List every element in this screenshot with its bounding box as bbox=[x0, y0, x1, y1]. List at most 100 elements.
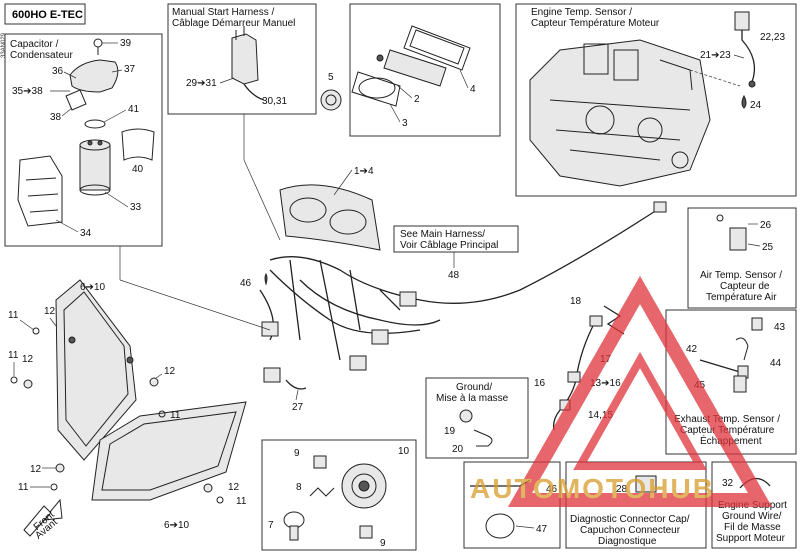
callout-26: 26 bbox=[760, 220, 772, 231]
nut-part bbox=[459, 409, 473, 423]
main-harness-title-2: Voir Câblage Principal bbox=[400, 240, 498, 251]
ground-box: Ground/ Mise à la masse 19 20 bbox=[425, 377, 529, 459]
engine-ground-title-3: Fil de Masse bbox=[724, 522, 781, 533]
grommet-part bbox=[203, 483, 213, 493]
callout-37: 37 bbox=[124, 64, 136, 75]
screw-part bbox=[158, 410, 166, 418]
callout-33: 33 bbox=[130, 202, 142, 213]
callout-3: 3 bbox=[402, 118, 408, 129]
gauge-cover-part bbox=[351, 71, 401, 107]
capacitor-title-2: Condensateur bbox=[10, 50, 73, 61]
callout-21-23: 21➔23 bbox=[700, 50, 731, 61]
screw-part bbox=[216, 496, 224, 504]
callout-34: 34 bbox=[80, 228, 92, 239]
headlight-lens-part bbox=[91, 401, 247, 501]
diag-cap-title-2: Capuchon Connecteur bbox=[580, 525, 681, 536]
callout-20: 20 bbox=[452, 444, 464, 455]
diag-cap-part bbox=[635, 475, 657, 493]
callout-9-a: 9 bbox=[294, 448, 300, 459]
sealant-drop-icon bbox=[264, 272, 268, 286]
engine-ground-title-2: Ground Wire/ bbox=[722, 511, 782, 522]
screw-part bbox=[50, 483, 58, 491]
bulb-cover-part bbox=[341, 463, 387, 509]
callout-46-a: 46 bbox=[240, 278, 252, 289]
gauge-cluster-part bbox=[279, 184, 381, 251]
bracket-part bbox=[69, 59, 119, 93]
engine-temp-title-1: Engine Temp. Sensor / bbox=[531, 7, 632, 18]
air-temp-title-2: Capteur de bbox=[720, 281, 770, 292]
air-temp-title-1: Air Temp. Sensor / bbox=[700, 270, 782, 281]
callout-38: 38 bbox=[50, 112, 62, 123]
callout-24: 24 bbox=[750, 100, 762, 111]
watermark-text: AUTOMOTOHUB bbox=[470, 473, 715, 504]
callout-41: 41 bbox=[128, 104, 140, 115]
callout-12-c: 12 bbox=[164, 366, 176, 377]
callout-27: 27 bbox=[292, 402, 304, 413]
air-temp-sensor-part bbox=[716, 214, 747, 251]
knob-part bbox=[320, 89, 342, 111]
callout-43: 43 bbox=[774, 322, 786, 333]
callout-30-31: 30,31 bbox=[262, 96, 287, 107]
callout-6-10-a: 6➔10 bbox=[80, 282, 106, 293]
callout-48: 48 bbox=[448, 270, 460, 281]
manual-start-title-2: Câblage Démarreur Manuel bbox=[172, 18, 295, 29]
gauge-box: 4 2 3 bbox=[349, 3, 501, 137]
callout-42: 42 bbox=[686, 344, 698, 355]
start-connector-part bbox=[231, 33, 259, 85]
callout-35-38: 35➔38 bbox=[12, 86, 43, 97]
diag-cap-title-3: Diagnostique bbox=[598, 536, 657, 547]
tie-strap-part bbox=[485, 513, 515, 539]
clip-part bbox=[65, 89, 87, 111]
callout-40: 40 bbox=[132, 164, 144, 175]
engine-temp-box: Engine Temp. Sensor / Capteur Températur… bbox=[515, 3, 797, 197]
callout-16: 16 bbox=[534, 378, 546, 389]
diag-cap-title-1: Diagnostic Connector Cap/ bbox=[570, 514, 690, 525]
callout-22-23: 22,23 bbox=[760, 32, 785, 43]
callout-11-b: 11 bbox=[8, 350, 19, 361]
callout-12-a: 12 bbox=[44, 306, 56, 317]
callout-4: 4 bbox=[470, 84, 476, 95]
callout-11-d: 11 bbox=[236, 496, 247, 507]
callout-19: 19 bbox=[444, 426, 456, 437]
callout-28: 28 bbox=[616, 484, 628, 495]
headlight-left-part bbox=[55, 279, 137, 461]
engine-ground-title-4: Support Moteur bbox=[716, 533, 786, 544]
capacitor-box: Capacitor / Condensateur 39 36 37 35➔38 … bbox=[4, 33, 163, 247]
front-arrow: Front Avant bbox=[23, 498, 63, 542]
callout-46-b: 46 bbox=[546, 484, 558, 495]
callout-39: 39 bbox=[120, 38, 132, 49]
callout-8: 8 bbox=[296, 482, 302, 493]
callout-13-16: 13➔16 bbox=[590, 378, 621, 389]
callout-14-15: 14,15 bbox=[588, 410, 613, 421]
callout-5: 5 bbox=[328, 72, 334, 83]
gauge-lens-part bbox=[383, 49, 447, 87]
screw-part bbox=[32, 327, 40, 335]
callout-29-31: 29➔31 bbox=[186, 78, 217, 89]
callout-44: 44 bbox=[770, 358, 782, 369]
ground-title-2: Mise à la masse bbox=[436, 393, 509, 404]
air-temp-title-3: Température Air bbox=[706, 292, 777, 303]
sealant-drop-icon bbox=[741, 94, 747, 109]
boot-part bbox=[313, 455, 327, 469]
callout-9-b: 9 bbox=[380, 538, 386, 549]
main-harness-box: See Main Harness/ Voir Câblage Principal bbox=[393, 225, 519, 253]
manual-start-box: Manual Start Harness / Câblage Démarreur… bbox=[167, 3, 317, 115]
callout-7: 7 bbox=[268, 520, 274, 531]
engine-part bbox=[529, 39, 711, 187]
grommet-part bbox=[55, 463, 65, 473]
boot-part bbox=[359, 525, 373, 539]
main-harness-part bbox=[259, 201, 667, 383]
engine-temp-sensor-part bbox=[734, 11, 756, 88]
callout-6-10-b: 6➔10 bbox=[164, 520, 190, 531]
callout-10: 10 bbox=[398, 446, 410, 457]
model-label: 600HO E-TEC bbox=[4, 3, 86, 25]
clip-wire-part bbox=[285, 379, 307, 390]
bulb-part bbox=[283, 511, 305, 541]
callout-11-c: 11 bbox=[18, 482, 29, 493]
callout-11-e: 11 bbox=[170, 410, 181, 421]
air-temp-box: 26 25 Air Temp. Sensor / Capteur de Temp… bbox=[687, 207, 797, 309]
callout-12-e: 12 bbox=[228, 482, 240, 493]
grommet-part bbox=[149, 377, 159, 387]
callout-12-b: 12 bbox=[22, 354, 34, 365]
ring-terminal-part bbox=[473, 429, 493, 447]
